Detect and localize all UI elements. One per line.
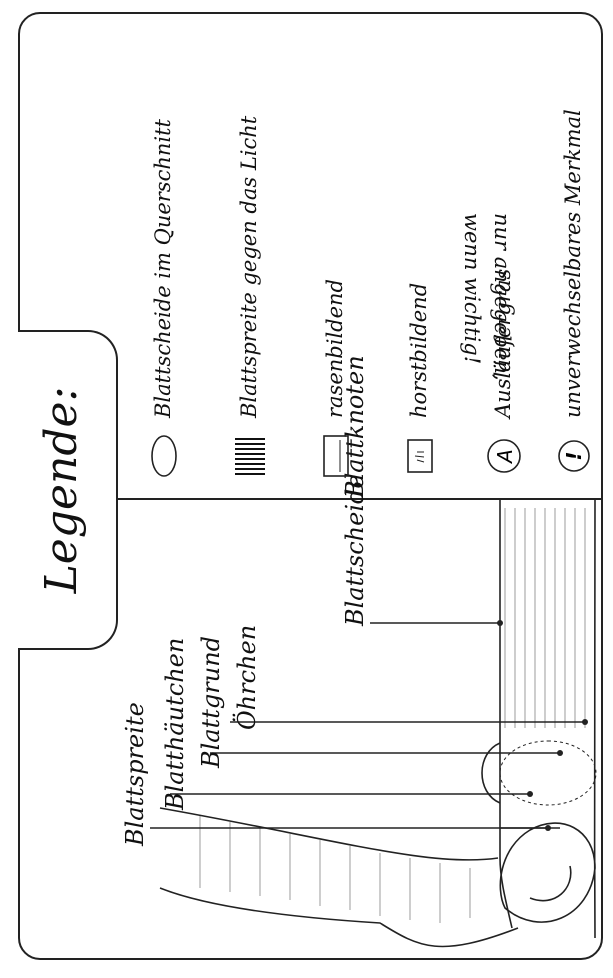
label-blattgrund: Blattgrund: [196, 636, 226, 768]
auricle-shape: [500, 823, 595, 922]
circled-a-icon: A: [486, 434, 522, 478]
legend-text-licht: Blattspreite gegen das Licht: [236, 116, 262, 418]
rasen-box-icon: [318, 434, 354, 478]
circled-exclamation-icon: !: [556, 434, 592, 478]
label-oehrchen: Öhrchen: [232, 625, 262, 730]
label-blatthaeutchen: Blatthäutchen: [160, 638, 190, 810]
grass-stem-diagram: [0, 500, 613, 978]
legend-text-merkmal: unverwechselbares Merkmal: [560, 109, 586, 418]
ellipse-cross-section-icon: [146, 434, 182, 478]
legend-text-rasen: rasenbildend: [322, 279, 348, 418]
legend-text-querschnitt: Blattscheide im Querschnitt: [150, 119, 176, 418]
vertical-lines-icon: [232, 434, 268, 478]
label-blattspreite: Blattspreite: [120, 702, 150, 846]
svg-text:A: A: [493, 449, 517, 465]
svg-text:!: !: [562, 451, 586, 460]
legend-text-horst: horstbildend: [406, 283, 432, 418]
note-line1: nur angegeben,: [489, 213, 515, 381]
horst-box-icon: [402, 434, 438, 478]
note-line2: wenn wichtig!: [459, 213, 485, 364]
